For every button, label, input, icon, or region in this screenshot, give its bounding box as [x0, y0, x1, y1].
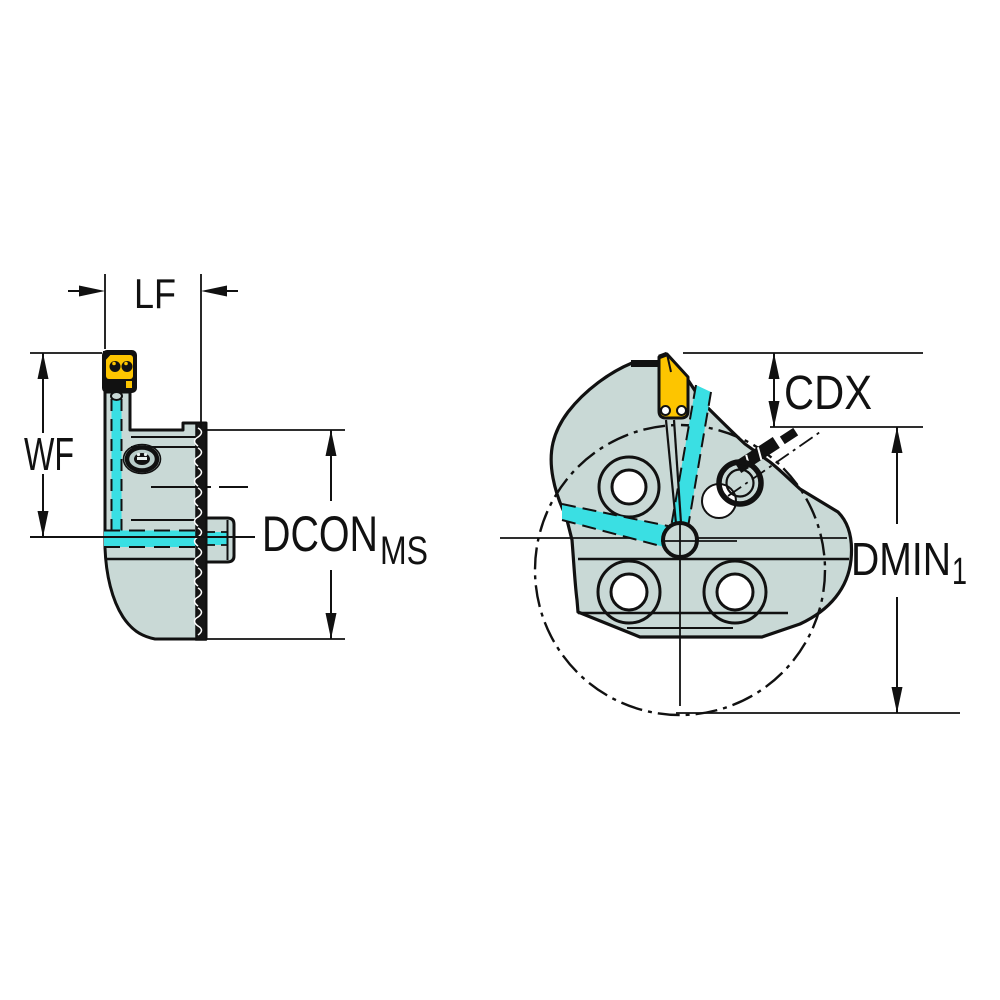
dimension-dcon: DCON MS — [203, 429, 428, 640]
insert-front — [657, 351, 690, 420]
insert-notch — [126, 381, 132, 388]
set-screw-assembly — [716, 427, 824, 507]
lf-label: LF — [134, 270, 176, 317]
screw-axis-centerline — [727, 429, 824, 497]
dimension-wf: WF — [24, 352, 102, 537]
dimension-cdx: CDX — [683, 352, 923, 428]
front-view: CDX DMIN 1 — [500, 351, 967, 717]
clamp-screw-side — [122, 443, 162, 475]
dcon-subscript: MS — [380, 529, 428, 573]
dmin-label: DMIN — [851, 533, 951, 585]
insert-clamp-side — [102, 350, 137, 393]
screw-tip — [779, 427, 799, 445]
torx-slot — [137, 457, 147, 460]
side-view: LF WF DCON MS — [24, 270, 428, 641]
bolt-holes — [596, 455, 768, 625]
dimension-lf: LF — [68, 270, 238, 428]
coolant-outlet-hole — [110, 391, 123, 401]
coupling-stub — [204, 516, 236, 564]
wf-label: WF — [24, 428, 74, 480]
insert-seat-lines — [664, 419, 683, 535]
coolant-horizontal — [104, 530, 196, 547]
coolant-vertical — [111, 399, 122, 539]
flange-hatching — [193, 427, 203, 636]
dimension-dmin: DMIN 1 — [676, 427, 967, 714]
coolant-channels-front — [561, 384, 712, 549]
center-bore — [661, 521, 737, 560]
clamp-finger — [103, 351, 114, 363]
coolant-channel-stub — [206, 532, 227, 545]
mounting-flange — [193, 422, 207, 641]
cdx-label: CDX — [784, 367, 872, 420]
dmin-reference-circle — [533, 423, 827, 717]
dcon-label: DCON — [262, 506, 378, 562]
coolant-channels-side — [104, 391, 196, 548]
screw-ring — [716, 459, 764, 507]
dmin-subscript: 1 — [952, 551, 967, 593]
